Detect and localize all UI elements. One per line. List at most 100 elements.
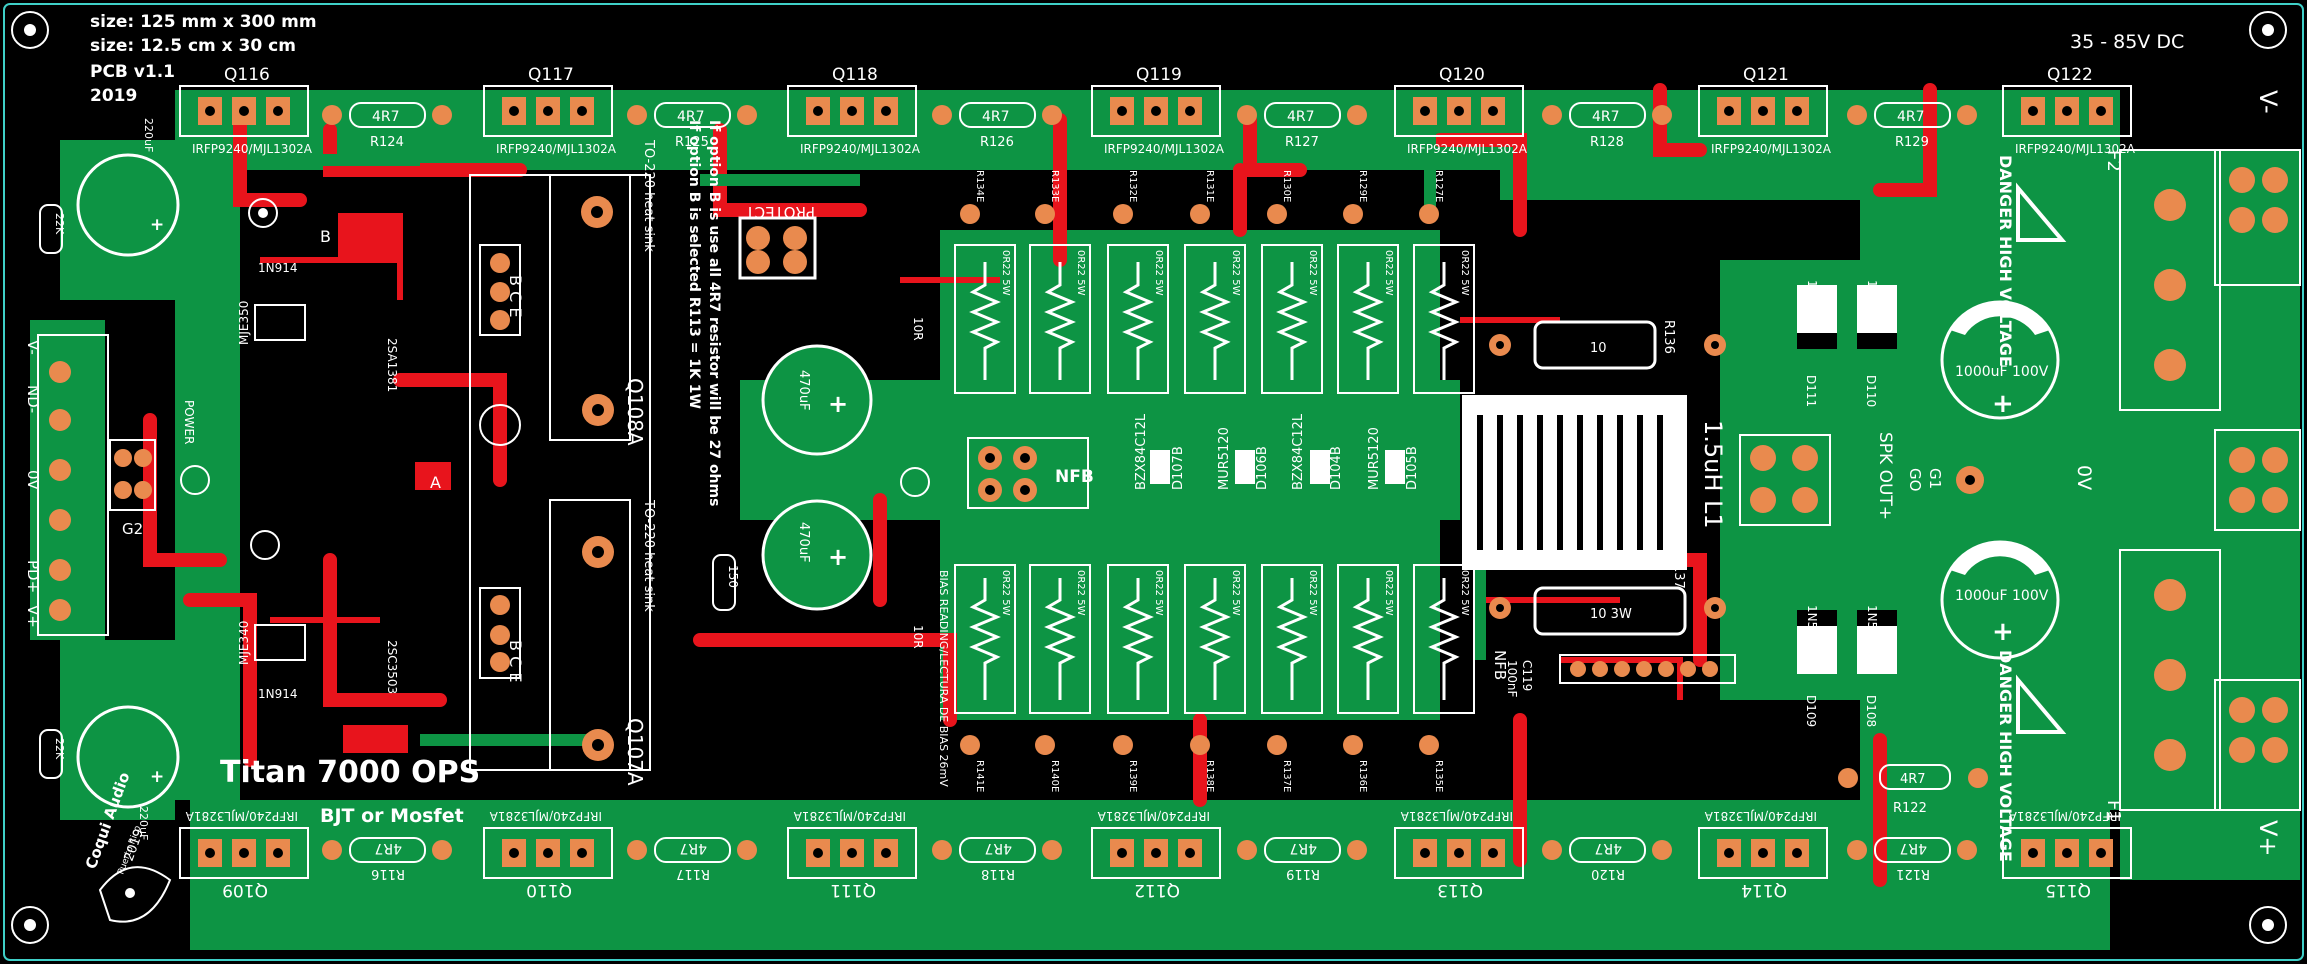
plus-sign: + bbox=[828, 390, 848, 418]
copper-traces bbox=[143, 83, 1937, 887]
mje350-label: MJE350 bbox=[237, 301, 251, 345]
board-title: Titan 7000 OPS bbox=[220, 755, 480, 790]
r136-ref: R136 bbox=[1661, 320, 1676, 354]
emitter-resistor-value: 0R22 5W bbox=[1383, 570, 1394, 616]
transistor-outline bbox=[179, 827, 309, 879]
bulk-capacitors: 1000uF 100V + 1000uF 100V + bbox=[1940, 300, 2060, 660]
emitter-resistor-ref: R140E bbox=[1049, 760, 1060, 792]
plus-sign: + bbox=[1992, 617, 2014, 647]
zobel-resistors: 10 R136 10 3W R137 bbox=[1489, 320, 1726, 636]
plus-sign: + bbox=[150, 767, 164, 787]
emitter-resistor bbox=[1261, 564, 1323, 714]
driver-section: Q108A Q107A TO-220 heat sink TO-220 heat… bbox=[469, 139, 656, 786]
transistor-ref: Q118 bbox=[832, 65, 878, 85]
transistor-ref: Q116 bbox=[224, 65, 270, 85]
transistor-part: IRFP240/MJL3281A bbox=[185, 809, 298, 823]
transistor-part: IRFP9240/MJL1302A bbox=[2015, 142, 2136, 156]
c119-value: 100nF bbox=[1505, 660, 1519, 698]
resistor-ref: R125 bbox=[675, 135, 709, 150]
transistor-ref: Q111 bbox=[830, 880, 876, 900]
r137-value: 10 3W bbox=[1590, 607, 1632, 622]
nfb-connector: NFB bbox=[967, 437, 1094, 509]
emitter-resistor-value: 0R22 5W bbox=[1153, 570, 1164, 616]
pcb-version: PCB v1.1 bbox=[90, 62, 175, 82]
conn-label: 0V bbox=[24, 470, 42, 491]
transistor-part: IRFP9240/MJL1302A bbox=[496, 142, 617, 156]
plus-sign: + bbox=[1992, 389, 2014, 419]
resistor-value: 4R7 bbox=[1897, 109, 1925, 125]
resistor-value: 4R7 bbox=[982, 109, 1010, 125]
resistor-ref: R118 bbox=[981, 866, 1015, 881]
diode-label: BZX84C12L bbox=[1134, 413, 1149, 490]
r10-label: 10R bbox=[911, 317, 925, 341]
emitter-resistor bbox=[1107, 244, 1169, 394]
cap-value: 220uF bbox=[142, 118, 155, 152]
output-inductor: 1.5uH L1 bbox=[1462, 395, 1727, 570]
emitter-resistor bbox=[1261, 244, 1323, 394]
left-input-section: V- ND- 0V PD+ V+ G2 220uF + 220uF + 22K … bbox=[24, 118, 451, 840]
gate-resistor bbox=[959, 102, 1036, 128]
diode-1n5408: 1N5408 bbox=[1865, 280, 1879, 327]
mounting-hole bbox=[11, 11, 49, 49]
transistor-part: IRFP9240/MJL1302A bbox=[1407, 142, 1528, 156]
emitter-resistor-value: 0R22 5W bbox=[1230, 570, 1241, 616]
resistor-ref: R126 bbox=[980, 135, 1014, 150]
emitter-resistor-value: 0R22 5W bbox=[1383, 250, 1394, 296]
emitter-resistor bbox=[1184, 564, 1246, 714]
gate-resistor bbox=[654, 102, 731, 128]
green-traces bbox=[300, 120, 1846, 746]
transistor-ref: Q117 bbox=[528, 65, 574, 85]
gate-resistor bbox=[349, 102, 426, 128]
ground-pour-left-caps bbox=[60, 140, 175, 820]
conn-label: V- bbox=[24, 340, 42, 355]
size-mm-note: size: 125 mm x 300 mm bbox=[90, 12, 317, 32]
v-plus-label: V+ bbox=[2254, 820, 2282, 857]
c119-ref: C119 bbox=[1520, 660, 1534, 691]
emitter-resistor-ref: R131E bbox=[1204, 170, 1215, 202]
mounting-hole bbox=[11, 906, 49, 944]
resistor-ref: R120 bbox=[1591, 866, 1625, 881]
transistor-part: IRFP240/MJL3281A bbox=[489, 809, 602, 823]
c119-header: C119 100nF NFB bbox=[1491, 650, 1736, 698]
emitter-resistor-ref: R138E bbox=[1204, 760, 1215, 792]
danger-warnings: DANGER HIGH VOLTAGE DANGER HIGH VOLTAGE bbox=[1996, 155, 2067, 862]
ground-pour-left bbox=[175, 90, 240, 800]
r22k-label: 22K bbox=[53, 213, 66, 235]
protect-connector: PROTECT bbox=[738, 203, 817, 280]
mounting-holes bbox=[11, 11, 2287, 944]
transistor-outline bbox=[2002, 827, 2132, 879]
gate-resistor bbox=[1569, 102, 1646, 128]
cap-value: 1000uF 100V bbox=[1955, 588, 2049, 604]
transistor-ref: Q109 bbox=[222, 880, 268, 900]
ov-label: 0V bbox=[2073, 465, 2095, 490]
spk-out-label: SPK OUT+ bbox=[1875, 432, 1895, 520]
go-label: GO bbox=[1906, 468, 1924, 491]
emitter-resistor-value: 0R22 5W bbox=[1000, 250, 1011, 296]
emitter-resistor-value: 0R22 5W bbox=[1307, 570, 1318, 616]
protect-label: PROTECT bbox=[745, 203, 815, 221]
emitter-resistor-ref: R141E bbox=[974, 760, 985, 792]
heatsink-label: TO-220 heat sink bbox=[641, 499, 656, 612]
transistor-outline bbox=[787, 85, 917, 137]
resistor-value: 4R7 bbox=[1592, 109, 1620, 125]
board-subtitle: BJT or Mosfet bbox=[320, 805, 464, 827]
emitter-resistor-value: 0R22 5W bbox=[1459, 250, 1470, 296]
transistor-ref: Q112 bbox=[1134, 880, 1180, 900]
emitter-resistor-ref: R137E bbox=[1281, 760, 1292, 792]
q-2sc3503: 2SC3503 bbox=[385, 640, 399, 694]
emitter-resistor-ref: R132E bbox=[1127, 170, 1138, 202]
emitter-resistor-ref: R127E bbox=[1433, 170, 1444, 202]
emitter-resistor-ref: R129E bbox=[1357, 170, 1368, 202]
resistor-ref: R116 bbox=[371, 866, 405, 881]
transistor-outline bbox=[1091, 85, 1221, 137]
emitter-resistor-value: 0R22 5W bbox=[1307, 250, 1318, 296]
ground-pour-right bbox=[1860, 150, 2120, 810]
bottom-transistor-row: Q109 IRFP240/MJL3281A Q110 IRFP240/MJL3281A… bbox=[179, 809, 2132, 900]
danger-label: DANGER HIGH VOLTAGE bbox=[1996, 650, 2015, 862]
ground-pour-top bbox=[180, 90, 2120, 200]
emitter-resistor bbox=[1029, 564, 1091, 714]
transistor-ref: Q110 bbox=[526, 880, 572, 900]
diode-ref: D107B bbox=[1171, 446, 1186, 490]
emitter-resistor-ref: R139E bbox=[1127, 760, 1138, 792]
resistor-value: 4R7 bbox=[984, 840, 1012, 856]
